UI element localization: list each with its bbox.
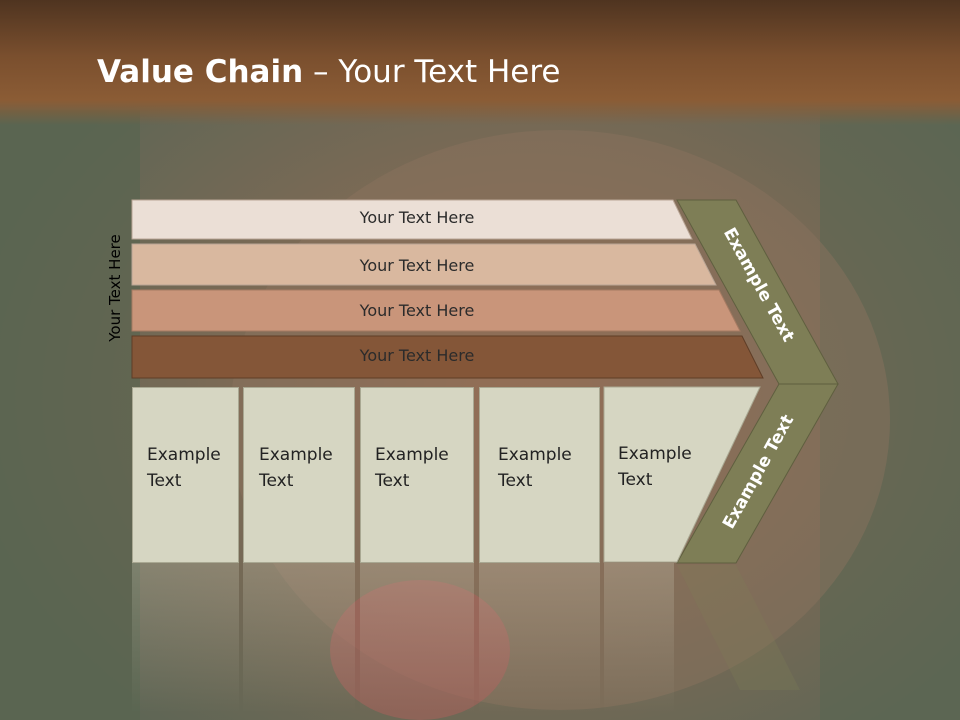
box-2-line1: Example: [259, 445, 333, 465]
band-1-label: Your Text Here: [359, 208, 475, 227]
vertical-label[interactable]: Your Text Here: [106, 234, 124, 342]
slide-title[interactable]: Value Chain – Your Text Here: [97, 54, 560, 90]
box-3-line2: Text: [375, 471, 410, 491]
box-1-reflection: [132, 563, 239, 713]
box-1-line2: Text: [147, 471, 182, 491]
box-2-reflection: [243, 563, 355, 713]
box-5-line1: Example: [618, 444, 692, 464]
box-3-reflection: [360, 563, 474, 713]
band-4-label: Your Text Here: [359, 346, 475, 365]
box-5-line2: Text: [618, 470, 653, 490]
box-4-line2: Text: [498, 471, 533, 491]
box-5-reflection: [604, 563, 674, 713]
box-4-line1: Example: [498, 445, 572, 465]
box-1-line1: Example: [147, 445, 221, 465]
box-2-line2: Text: [259, 471, 294, 491]
title-banner: [0, 0, 960, 125]
band-3-label: Your Text Here: [359, 301, 475, 320]
band-2-label: Your Text Here: [359, 256, 475, 275]
title-rest: – Your Text Here: [303, 54, 561, 90]
box-3-line1: Example: [375, 445, 449, 465]
box-4-reflection: [479, 563, 600, 713]
title-bold: Value Chain: [97, 54, 304, 90]
